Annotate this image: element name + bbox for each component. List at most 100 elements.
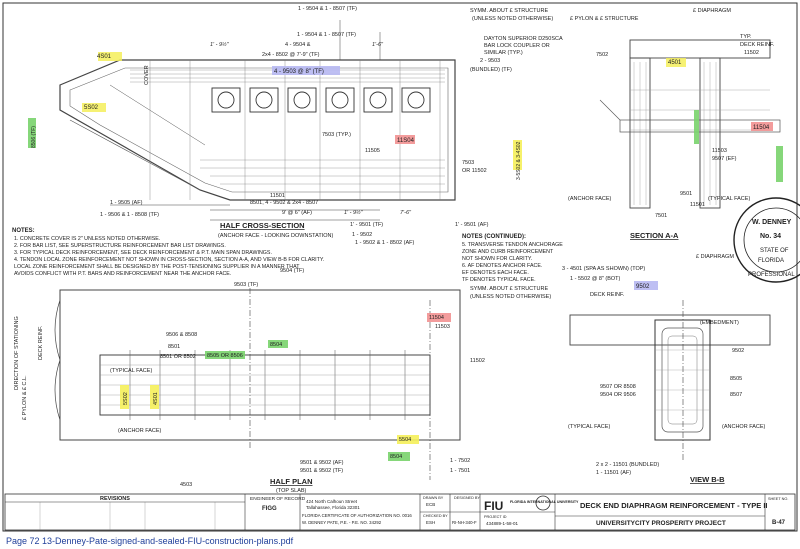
dim-bb-9504-9506: 9504 OR 9506 bbox=[600, 392, 636, 398]
bar-mark-3s02: 3-5S02 & 3-4S02 bbox=[516, 141, 522, 180]
label-anchor-face-plan: (ANCHOR FACE) bbox=[118, 428, 162, 434]
dim-plan-9504: 9504 (TF) bbox=[280, 268, 304, 274]
bar-mark-11504-section: 11504 bbox=[753, 125, 770, 131]
dim-cs-11: 7'-6" bbox=[400, 210, 412, 216]
note-4: 4. TENDON LOCAL ZONE REINFORCEMENT NOT S… bbox=[14, 257, 324, 263]
label-anchor-face-bb: (ANCHOR FACE) bbox=[722, 424, 766, 430]
title-drawn-by: ECB bbox=[426, 502, 435, 507]
title-engineer-label: ENGINEER OF RECORD bbox=[250, 496, 306, 502]
bar-mark-11504-plan: 11504 bbox=[429, 315, 444, 321]
label-embedment: (EMBEDMENT) bbox=[700, 320, 739, 326]
note-5c: NOT SHOWN FOR CLARITY. bbox=[462, 256, 532, 262]
title-engineer-cert: FLORIDA CERTIFICATE OF AUTHORIZATION NO.… bbox=[302, 513, 412, 518]
bar-mark-8504-plan: 8504 bbox=[390, 454, 402, 460]
dim-aa-9507: 9507 (EF) bbox=[712, 156, 737, 162]
note-6: 6. AF DENOTES ANCHOR FACE. bbox=[462, 263, 542, 269]
dim-top-8: (BUNDLED) (TF) bbox=[470, 67, 512, 73]
seal-text-1: W. DENNEY bbox=[752, 219, 792, 226]
dim-aa-9501: 9501 bbox=[680, 191, 692, 197]
bar-mark-9503: 4 - 9503 @ 8" (TF) bbox=[274, 69, 324, 75]
dim-cs-1: 7503 (TYP.) bbox=[322, 132, 351, 138]
dim-top-3: 4 - 9504 & bbox=[285, 42, 311, 48]
dim-cs-3: 7503 bbox=[462, 160, 474, 166]
dim-top-4: 2x4 - 8502 @ 7'-9" (TF) bbox=[262, 52, 320, 58]
bar-mark-5s02: 5S02 bbox=[84, 105, 99, 111]
label-cover: COVER bbox=[144, 65, 150, 85]
dim-top-6: 1'-6" bbox=[372, 42, 384, 48]
note-4c: AVOIDS CONFLICT WITH P.T. BARS AND REINF… bbox=[14, 271, 231, 277]
label-diaphragm-bb: £ DIAPHRAGM bbox=[696, 254, 734, 260]
bar-mark-11s04: 11S04 bbox=[397, 138, 415, 144]
bar-mark-8504: 8504 bbox=[270, 342, 282, 348]
label-deck-reinf-aa: DECK REINF. bbox=[740, 42, 775, 48]
dim-bb-8507: 8507 bbox=[730, 392, 742, 398]
view-note-half-plan: (TOP SLAB) bbox=[276, 488, 307, 494]
label-dayton-2: BAR LOCK COUPLER OR bbox=[484, 43, 550, 49]
dim-cs-10: 1' - 9½" bbox=[344, 209, 364, 216]
label-diaphragm: £ DIAPHRAGM bbox=[693, 8, 731, 14]
dim-plan-9503: 9503 (TF) bbox=[234, 282, 258, 288]
label-symm-plan: SYMM. ABOUT £ STRUCTURE bbox=[470, 286, 548, 292]
dim-bb-9502: 9502 bbox=[732, 348, 744, 354]
dim-plan-1-7501: 1 - 7501 bbox=[450, 468, 470, 474]
dim-plan-9506: 9506 & 8508 bbox=[166, 332, 197, 338]
label-symm: SYMM. ABOUT £ STRUCTURE bbox=[470, 8, 548, 14]
half-plan-view bbox=[54, 288, 461, 480]
bar-mark-8506: 8506 (TF) bbox=[31, 126, 37, 148]
notes-cont-title: NOTES (CONTINUED): bbox=[462, 234, 526, 240]
dim-aa-11501: 11501 bbox=[690, 202, 705, 208]
dim-top-2: 1 - 9504 & 1 - 8507 (TF) bbox=[297, 32, 356, 38]
bar-mark-9502-bb: 9502 bbox=[636, 284, 650, 290]
seal-text-4: FLORIDA bbox=[758, 258, 784, 264]
half-cross-section-view bbox=[59, 20, 456, 221]
notes-title: NOTES: bbox=[12, 228, 35, 234]
dim-cs-12: 1' - 9501 (TF) bbox=[350, 222, 383, 228]
project-name: UNIVERSITYCITY PROSPERITY PROJECT bbox=[596, 520, 726, 527]
dim-plan-4503: 4503 bbox=[180, 482, 192, 488]
label-pylon-cl: £ PYLON & £ C.L. bbox=[22, 375, 28, 420]
dim-bb-11501-af: 1 - 11501 (AF) bbox=[596, 470, 631, 476]
dim-top-5: 1' - 9½" bbox=[210, 41, 230, 48]
label-unless-noted-plan: (UNLESS NOTED OTHERWISE) bbox=[470, 294, 551, 300]
title-checked-by: ESH bbox=[426, 520, 435, 525]
bar-mark-5504: 5504 bbox=[399, 437, 411, 443]
label-typ-aa: TYP. bbox=[740, 34, 752, 40]
note-6b: EF DENOTES EACH FACE. bbox=[462, 270, 529, 276]
dim-aa-11503: 11503 bbox=[712, 148, 727, 154]
title-project-id-label: PROJECT ID bbox=[484, 515, 507, 519]
dim-cs-7: 1 - 9506 & 1 - 8508 (TF) bbox=[100, 212, 159, 218]
title-block bbox=[4, 493, 796, 531]
dim-cs-5: 11501 bbox=[270, 193, 285, 199]
dim-plan-11503: 11503 bbox=[435, 324, 450, 330]
dim-cs-6: 1 - 9505 (AF) bbox=[110, 200, 143, 206]
note-6c: TF DENOTES TYPICAL FACE. bbox=[462, 277, 536, 283]
label-typical-face-aa: (TYPICAL FACE) bbox=[708, 196, 750, 202]
title-checked-label: CHECKED BY bbox=[423, 514, 448, 518]
dim-bb-5502: 1 - 5502 @ 8" (BOT) bbox=[570, 276, 620, 282]
section-aa-view bbox=[599, 39, 781, 209]
dim-aa-7502: 7502 bbox=[596, 52, 608, 58]
sheet-title: DECK END DIAPHRAGM REINFORCEMENT - TYPE … bbox=[580, 501, 768, 510]
view-title-section-aa: SECTION A-A bbox=[630, 231, 679, 240]
sheet-no: B-47 bbox=[772, 520, 786, 526]
dim-aa-11502: 11502 bbox=[744, 50, 759, 56]
title-contract-no: 434889-1-58-01 bbox=[486, 521, 519, 526]
bar-mark-5s02-plan: 5S02 bbox=[123, 392, 129, 405]
page-caption: Page 72 13-Denney-Pate-signed-and-sealed… bbox=[6, 536, 294, 546]
dim-plan-8501: 8501 bbox=[168, 344, 180, 350]
sheet-no-label: SHEET NO. bbox=[768, 497, 788, 501]
label-deck-reinf-bb: DECK REINF. bbox=[590, 292, 625, 298]
dim-plan-9501-af: 9501 & 9502 (AF) bbox=[300, 460, 344, 466]
title-engineer-name: W. DENNEY PATE, P.E. - P.E. NO. 34292 bbox=[302, 520, 382, 525]
label-direction-stationing: DIRECTION OF STATIONING bbox=[14, 316, 20, 390]
dim-bb-9507-8508: 9507 OR 8508 bbox=[600, 384, 636, 390]
fdot-seal-icon bbox=[535, 495, 551, 511]
title-designed-label: DESIGNED BY bbox=[454, 496, 480, 500]
dim-cs-9: 9' @ 6" (AF) bbox=[282, 210, 312, 216]
dim-cs-8: 8501, 4 - 9502 & 2x4 - 8507 bbox=[250, 200, 318, 206]
view-title-half-plan: HALF PLAN bbox=[270, 477, 313, 486]
dim-cs-14: 1 - 9502 bbox=[352, 232, 372, 238]
title-drawn-label: DRAWN BY bbox=[423, 496, 444, 500]
label-typical-face-bb: (TYPICAL FACE) bbox=[568, 424, 610, 430]
